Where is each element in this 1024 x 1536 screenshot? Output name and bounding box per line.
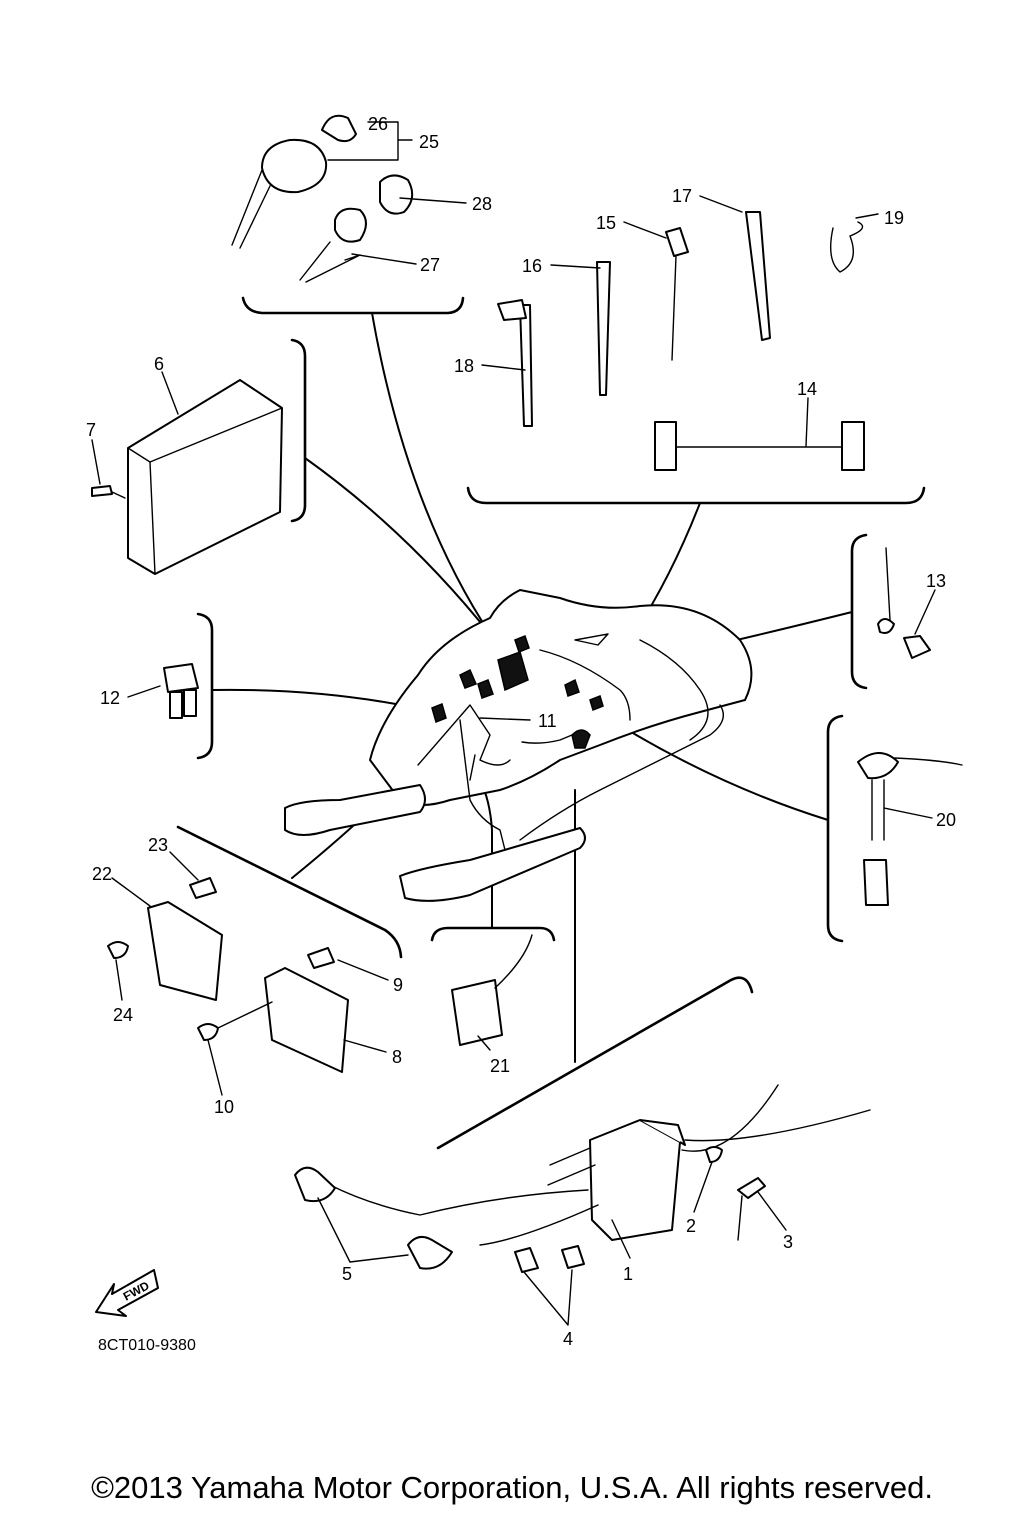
callout-12: 12 <box>100 688 120 708</box>
callout-labels: 1 2 3 4 5 6 7 8 9 10 11 12 13 14 15 16 1… <box>86 114 956 1354</box>
drawing-code: 8CT010-9380 <box>98 1337 196 1354</box>
module-22 <box>107 877 223 1001</box>
callout-3: 3 <box>783 1232 793 1252</box>
callout-21: 21 <box>490 1056 510 1076</box>
switch-group <box>231 114 414 283</box>
callout-11: 11 <box>538 711 557 731</box>
callout-22: 22 <box>92 864 112 884</box>
callout-24: 24 <box>113 1005 133 1025</box>
callout-5: 5 <box>342 1264 352 1284</box>
harness-assembly <box>284 589 753 902</box>
callout-leaders <box>91 121 936 1326</box>
capacitor-21 <box>451 934 533 1046</box>
callout-6: 6 <box>154 354 164 374</box>
callout-14: 14 <box>797 379 817 399</box>
module-8 <box>197 947 349 1073</box>
sensor-20 <box>857 752 963 906</box>
callout-20: 20 <box>936 810 956 830</box>
callout-4: 4 <box>563 1329 573 1349</box>
callout-16: 16 <box>522 256 542 276</box>
callout-7: 7 <box>86 420 96 440</box>
connector-12 <box>163 663 199 719</box>
callout-1: 1 <box>623 1264 633 1284</box>
callout-15: 15 <box>596 213 616 233</box>
callout-26: 26 <box>368 114 388 134</box>
callout-27: 27 <box>420 255 440 275</box>
callout-25: 25 <box>419 132 439 152</box>
lead-13 <box>877 547 931 659</box>
copyright-notice: ©2013 Yamaha Motor Corporation, U.S.A. A… <box>91 1470 933 1505</box>
callout-13: 13 <box>926 571 946 591</box>
callout-23: 23 <box>148 835 168 855</box>
callout-19: 19 <box>884 208 904 228</box>
fastener-group <box>497 211 865 471</box>
callout-9: 9 <box>393 975 403 995</box>
callout-18: 18 <box>454 356 474 376</box>
callout-8: 8 <box>392 1047 402 1067</box>
callout-28: 28 <box>472 194 492 214</box>
callout-17: 17 <box>672 186 692 206</box>
control-unit <box>91 379 283 575</box>
fwd-arrow: FWD <box>95 1269 159 1317</box>
ignition-coil <box>294 1084 871 1273</box>
callout-10: 10 <box>214 1097 234 1117</box>
callout-2: 2 <box>686 1216 696 1236</box>
